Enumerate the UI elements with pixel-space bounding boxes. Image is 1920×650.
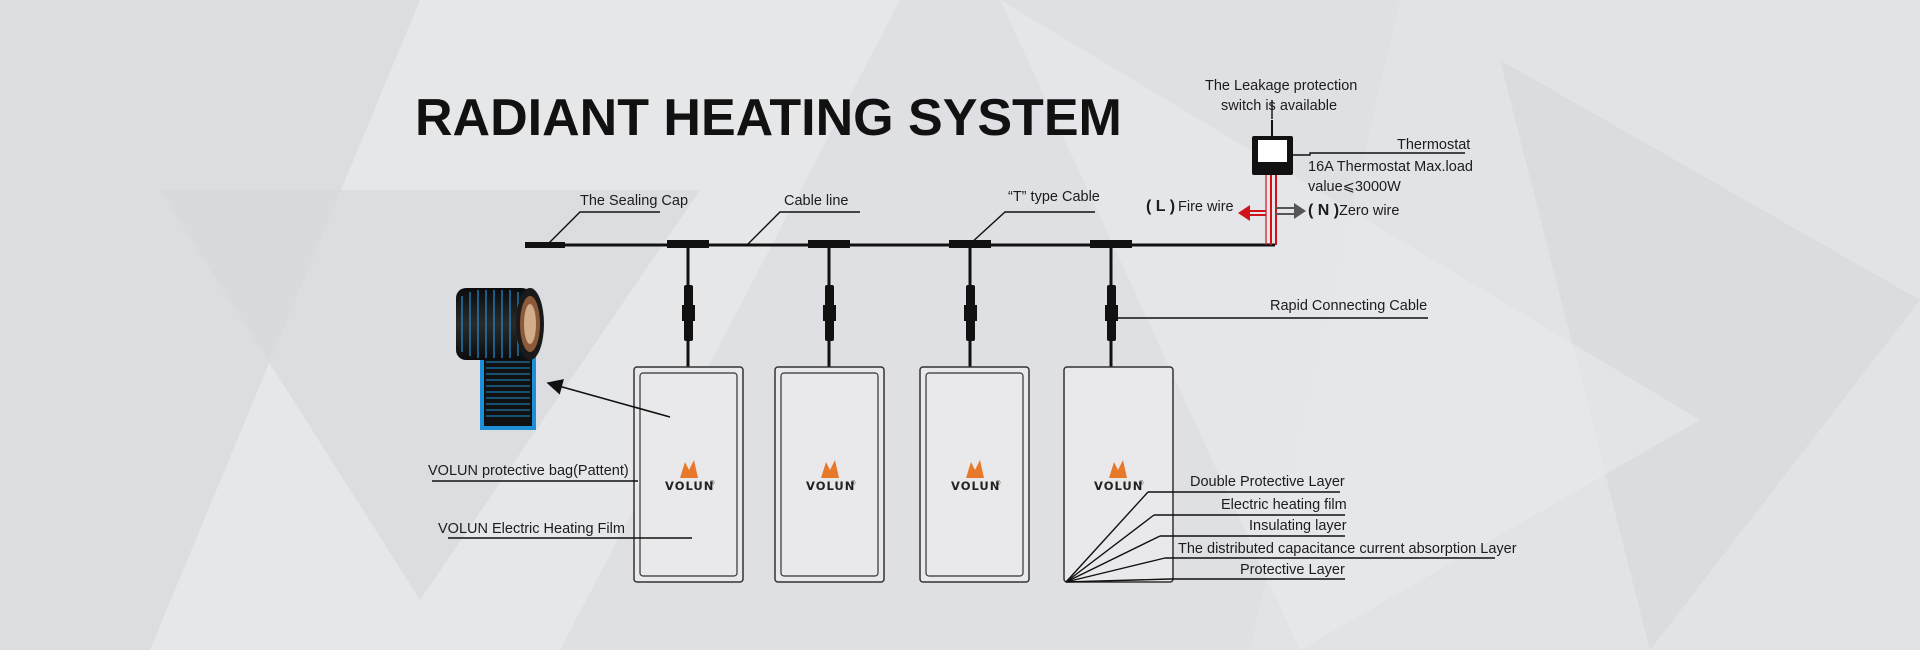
protective-bag-label: VOLUN protective bag(Pattent) — [428, 463, 629, 479]
t-connector-1 — [667, 240, 709, 368]
heating-film-label: VOLUN Electric Heating Film — [438, 521, 625, 537]
zero-wire-arrow — [1276, 203, 1306, 219]
svg-text:®: ® — [1139, 480, 1144, 487]
svg-text:®: ® — [996, 480, 1001, 487]
film-pointer-arrow — [546, 379, 671, 418]
fire-wire-arrow — [1238, 205, 1266, 221]
leader-lines — [432, 100, 1495, 583]
volun-logo-3: VOLUN ® — [951, 460, 1001, 493]
volun-logo-1: VOLUN ® — [665, 460, 715, 493]
sealing-cap — [525, 242, 565, 248]
zero-wire-label: Zero wire — [1339, 203, 1399, 219]
thermostat-label: Thermostat — [1397, 137, 1470, 153]
layer-label-4: The distributed capacitance current abso… — [1178, 541, 1517, 557]
fire-wire-label: Fire wire — [1178, 199, 1234, 215]
sealing-cap-label: The Sealing Cap — [580, 193, 688, 209]
layer-label-2: Electric heating film — [1221, 497, 1347, 513]
svg-text:®: ® — [710, 480, 715, 487]
leakage-label-line1: The Leakage protection — [1205, 78, 1357, 94]
t-connector-4 — [1090, 240, 1132, 368]
rapid-connecting-cable-label: Rapid Connecting Cable — [1270, 298, 1427, 314]
t-type-cable-label: “T” type Cable — [1008, 189, 1100, 205]
volun-logo-4: VOLUN ® — [1094, 460, 1144, 493]
page-title: RADIANT HEATING SYSTEM — [415, 89, 1122, 147]
svg-text:VOLUN: VOLUN — [1094, 479, 1143, 493]
layer-label-1: Double Protective Layer — [1190, 474, 1345, 490]
film-roll-illustration — [456, 288, 544, 430]
fire-wire-letter: ( L ) — [1146, 198, 1175, 215]
cable-line-label: Cable line — [784, 193, 849, 209]
volun-logo-2: VOLUN ® — [806, 460, 856, 493]
t-connector-2 — [808, 240, 850, 368]
thermostat-device — [1252, 120, 1293, 245]
svg-text:VOLUN: VOLUN — [665, 479, 714, 493]
svg-text:®: ® — [851, 480, 856, 487]
thermostat-spec-line2: value⩽3000W — [1308, 179, 1401, 195]
svg-text:VOLUN: VOLUN — [806, 479, 855, 493]
leakage-label-line2: switch is available — [1221, 98, 1337, 114]
zero-wire-letter: ( N ) — [1308, 202, 1339, 219]
svg-text:VOLUN: VOLUN — [951, 479, 1000, 493]
layer-label-3: Insulating layer — [1249, 518, 1347, 534]
thermostat-spec-line1: 16A Thermostat Max.load — [1308, 159, 1473, 175]
layer-label-5: Protective Layer — [1240, 562, 1345, 578]
